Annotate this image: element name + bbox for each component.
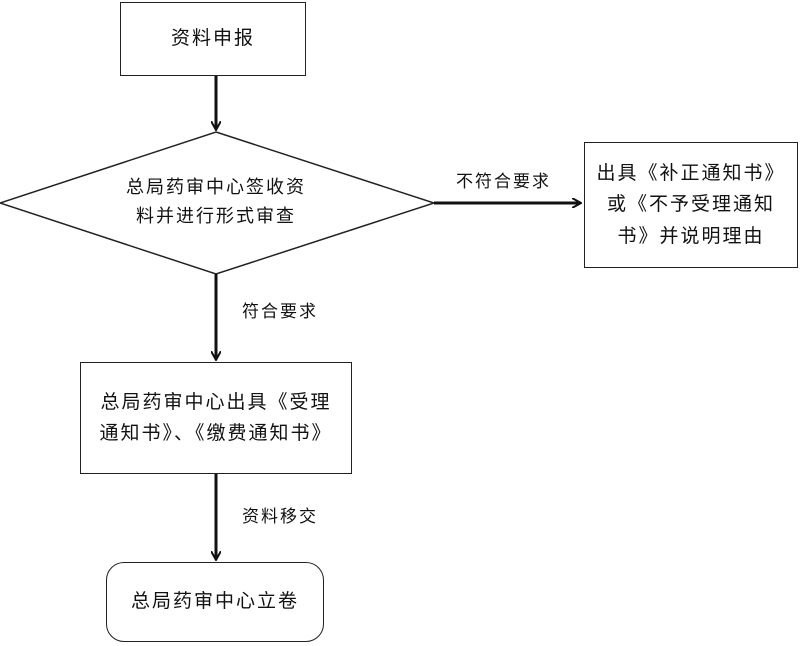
node-review-line1: 总局药审中心签收资: [126, 177, 306, 199]
edge-label-not-compliant: 不符合要求: [456, 172, 551, 192]
node-submit-label: 资料申报: [170, 27, 255, 50]
node-reject-line2: 或《不予受理通知: [606, 193, 775, 216]
node-file-label: 总局药审中心立卷: [130, 590, 299, 613]
edge-label-transfer: 资料移交: [242, 507, 318, 527]
node-reject-line3: 书》并说明理由: [617, 224, 765, 247]
node-reject: 出具《补正通知书》 或《不予受理通知 书》并说明理由: [584, 142, 798, 268]
node-review-line2: 料并进行形式审查: [136, 206, 296, 227]
node-accept-line1: 总局药审中心出具《受理: [100, 390, 332, 413]
edge-label-compliant: 符合要求: [242, 302, 318, 322]
node-accept: 总局药审中心出具《受理 通知书》、《缴费通知书》: [80, 362, 352, 474]
node-accept-line2: 通知书》、《缴费通知书》: [99, 422, 333, 444]
node-file: 总局药审中心立卷: [106, 562, 324, 642]
node-submit: 资料申报: [120, 2, 306, 76]
node-review: 总局药审中心签收资 料并进行形式审查: [100, 170, 332, 236]
node-reject-line1: 出具《补正通知书》: [596, 161, 786, 184]
